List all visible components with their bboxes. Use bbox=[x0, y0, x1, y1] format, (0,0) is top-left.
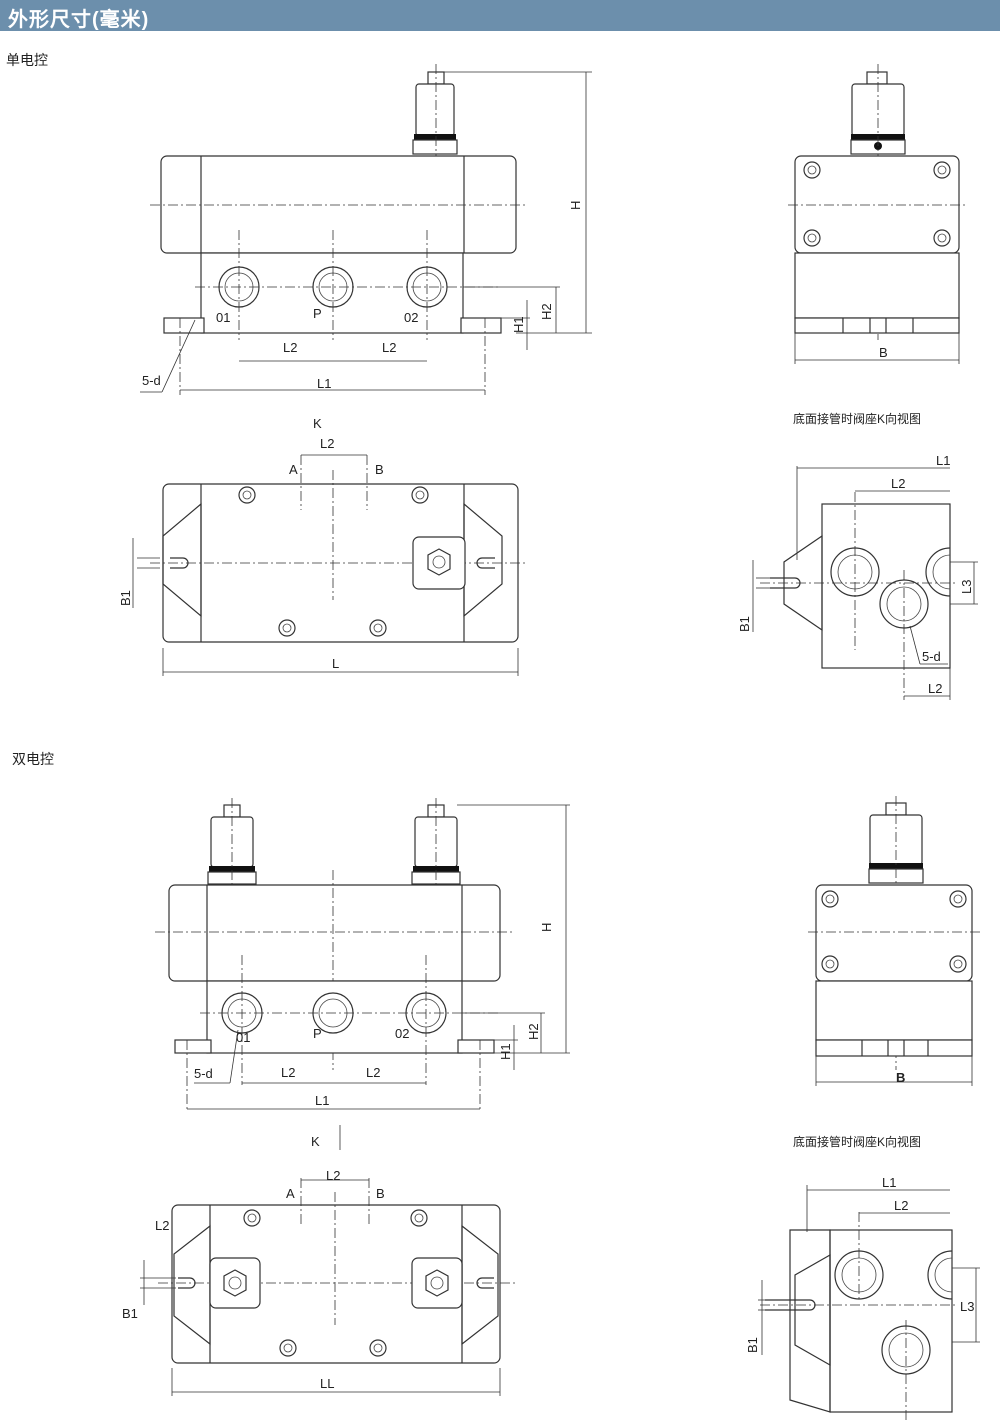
dim-h2-label: H2 bbox=[526, 1023, 541, 1040]
single-front-view bbox=[140, 64, 592, 395]
single-top-view bbox=[132, 454, 528, 676]
dim-h-label: H bbox=[568, 201, 583, 210]
dim-5d-label: 5-d bbox=[142, 373, 161, 388]
single-side-view bbox=[788, 64, 965, 364]
dim-h-label: H bbox=[539, 923, 554, 932]
k-view-title-single: 底面接管时阀座K向视图 bbox=[793, 411, 921, 426]
port-b-label: B bbox=[375, 462, 384, 477]
dim-l2-label: L2 bbox=[382, 340, 396, 355]
port-p-label: P bbox=[313, 1026, 322, 1041]
dim-h1-label: H1 bbox=[498, 1043, 513, 1060]
dim-l2-label: L2 bbox=[928, 681, 942, 696]
double-top-view bbox=[140, 1178, 516, 1396]
port-02-label: 02 bbox=[395, 1026, 409, 1041]
port-a-label: A bbox=[289, 462, 298, 477]
port-02-label: 02 bbox=[404, 310, 418, 325]
double-front-view bbox=[155, 798, 570, 1150]
single-k-view bbox=[752, 466, 978, 700]
header-banner: 外形尺寸(毫米) bbox=[0, 0, 1000, 31]
dim-l2-label: L2 bbox=[281, 1065, 295, 1080]
dim-l1-label: L1 bbox=[317, 376, 331, 391]
dim-5d-label: 5-d bbox=[194, 1066, 213, 1081]
dim-h2-label: H2 bbox=[539, 303, 554, 320]
port-01-label: 01 bbox=[236, 1030, 250, 1045]
dim-5d-label: 5-d bbox=[922, 649, 941, 664]
k-view-title-double: 底面接管时阀座K向视图 bbox=[793, 1134, 921, 1149]
section-double-label: 双电控 bbox=[12, 751, 54, 767]
dim-b1-label: B1 bbox=[737, 616, 752, 632]
port-p-label: P bbox=[313, 306, 322, 321]
dim-l3-label: L3 bbox=[960, 1299, 974, 1314]
dim-b1-label: B1 bbox=[745, 1337, 760, 1353]
port-a-label: A bbox=[286, 1186, 295, 1201]
dim-l2-label: L2 bbox=[894, 1198, 908, 1213]
dim-b-label: B bbox=[879, 345, 888, 360]
dim-b1-label: B1 bbox=[122, 1306, 138, 1321]
dim-l2-label: L2 bbox=[283, 340, 297, 355]
dim-b1-label: B1 bbox=[118, 590, 133, 606]
dim-l2-label: L2 bbox=[366, 1065, 380, 1080]
port-01-label: 01 bbox=[216, 310, 230, 325]
page-title: 外形尺寸(毫米) bbox=[8, 9, 150, 31]
dim-ll-label: LL bbox=[320, 1376, 334, 1391]
double-side-view bbox=[808, 796, 980, 1086]
dim-l2-label: L2 bbox=[155, 1218, 169, 1233]
dim-l2-label: L2 bbox=[891, 476, 905, 491]
dim-l2-label: L2 bbox=[326, 1168, 340, 1183]
dim-h1-label: H1 bbox=[511, 316, 526, 333]
dim-l-label: L bbox=[332, 656, 339, 671]
k-arrow-label: K bbox=[311, 1134, 320, 1149]
double-k-view bbox=[758, 1185, 980, 1420]
section-single-label: 单电控 bbox=[6, 52, 48, 68]
dim-l3-label: L3 bbox=[959, 580, 974, 594]
dim-l1-label: L1 bbox=[882, 1175, 896, 1190]
dim-l1-label: L1 bbox=[315, 1093, 329, 1108]
dim-l2-label: L2 bbox=[320, 436, 334, 451]
k-arrow-label: K bbox=[313, 416, 322, 431]
port-b-label: B bbox=[376, 1186, 385, 1201]
dim-b-label: B bbox=[896, 1070, 905, 1085]
dim-l1-label: L1 bbox=[936, 453, 950, 468]
